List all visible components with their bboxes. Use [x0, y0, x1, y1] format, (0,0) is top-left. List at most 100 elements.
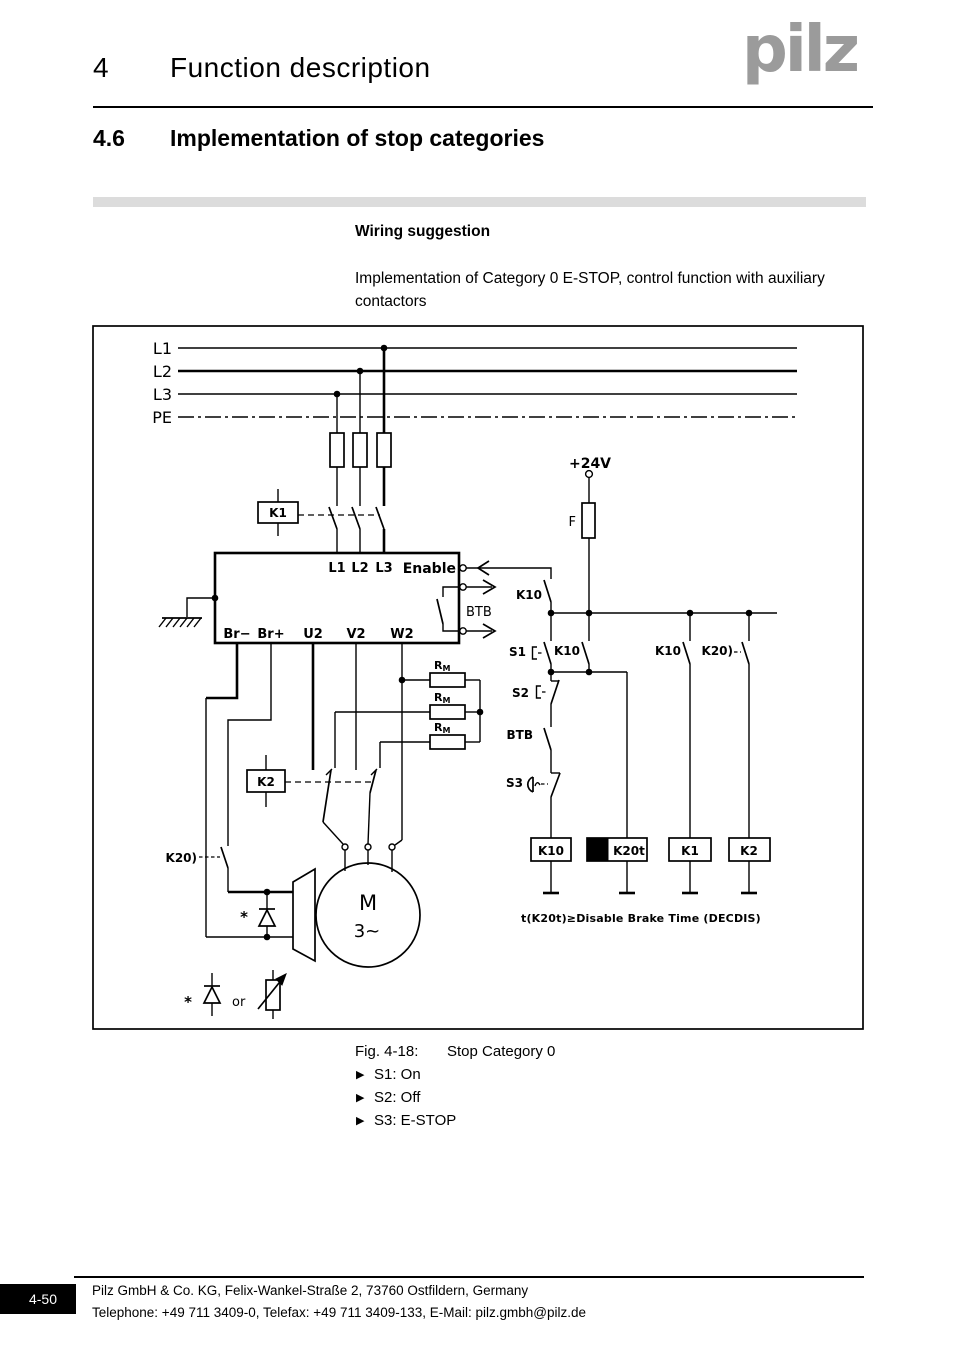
- legend-diode-icon: [202, 985, 222, 1004]
- figure-4-18: L1 L2 L3 PE K1: [92, 325, 864, 1030]
- chapter-title: Function description: [170, 52, 431, 83]
- rm-label-1: RM: [434, 659, 450, 673]
- enable-terminal: [459, 564, 467, 572]
- rail-label-pe: PE: [152, 408, 172, 427]
- section-number: 4.6: [93, 125, 125, 151]
- drive-w2: W2: [390, 627, 413, 642]
- motor-phases: 3~: [354, 921, 381, 942]
- bullet-text: S2: Off: [374, 1089, 421, 1106]
- diagram-border: [92, 325, 864, 1030]
- s1-actuator-icon: [531, 646, 537, 660]
- suppressor-legend: * or: [184, 970, 287, 1019]
- control-circuit: +24V F K10 S1 K10: [506, 456, 777, 925]
- motor-terminal-1: [341, 843, 349, 851]
- rail-label-l2: L2: [153, 362, 172, 381]
- earth-icon: [158, 617, 202, 628]
- fuse-1: [329, 432, 345, 468]
- braking-resistors: RM RM RM: [335, 659, 484, 750]
- enable-label: Enable: [403, 561, 456, 577]
- rm-label-2: RM: [434, 691, 450, 705]
- s2-label: S2: [512, 686, 529, 700]
- coil-k1-label: K1: [681, 844, 699, 858]
- drive-v2: V2: [346, 627, 365, 642]
- wiring-diagram: L1 L2 L3 PE K1: [92, 325, 864, 1030]
- bullet-icon: ▶: [356, 1092, 365, 1104]
- coil-row: K10 K20t K1 K2: [530, 837, 771, 895]
- motor-terminal-2: [364, 843, 372, 851]
- section-divider-bar: [93, 197, 866, 207]
- figure-title: Stop Category 0: [447, 1043, 556, 1060]
- suppressor-diode-icon: [257, 908, 277, 927]
- k10-enable-label: K10: [516, 588, 542, 602]
- estop-mushroom-icon: [527, 776, 548, 793]
- s1-label: S1: [509, 645, 526, 659]
- legend-varistor-icon: [257, 970, 287, 1019]
- coil-k2-label: K2: [740, 844, 758, 858]
- footer-rule: [74, 1276, 864, 1278]
- header-rule: [93, 106, 873, 108]
- k20-left-label: K20): [166, 851, 197, 865]
- pilz-logo: pilz: [742, 13, 860, 87]
- btb-terminal-1: [459, 583, 467, 591]
- rail-label-l3: L3: [153, 385, 172, 404]
- caption-bullet-1: ▶ S1: On: [356, 1066, 421, 1083]
- s2-actuator-icon: [535, 685, 541, 699]
- resistor-rm-1: [429, 672, 466, 688]
- motor-circle: [315, 862, 421, 968]
- caption-bullet-3: ▶ S3: E-STOP: [356, 1112, 456, 1129]
- fuse-2: [352, 432, 368, 468]
- drive-in-l1: L1: [328, 561, 345, 576]
- diode-star: *: [240, 908, 248, 926]
- drive-br-plus: Br+: [257, 627, 284, 642]
- k1-main-contactor: K1: [257, 489, 386, 553]
- k10-right-label: K10: [655, 644, 681, 658]
- arrow-out-icon-2: [482, 623, 497, 639]
- figure-label: Fig. 4-18:: [355, 1043, 419, 1060]
- legend-or: or: [232, 995, 246, 1010]
- s3-label: S3: [506, 776, 523, 790]
- k20t-delay-block: [586, 837, 609, 862]
- chapter-number: 4: [93, 52, 110, 83]
- btb-contact-label: BTB: [507, 728, 533, 742]
- drive-u2: U2: [303, 627, 323, 642]
- k10-hold-label: K10: [554, 644, 580, 658]
- drive-br-minus: Br−: [223, 627, 250, 642]
- fuse-3: [376, 432, 392, 468]
- brake-circuit: K20) *: [166, 643, 293, 941]
- motor-group: M 3~: [292, 843, 421, 968]
- k2-brake-contactor: K2: [246, 643, 403, 846]
- legend-star: *: [184, 993, 192, 1011]
- k20-right-label: K20): [702, 644, 733, 658]
- btb-terminal-2: [459, 627, 467, 635]
- bullet-icon: ▶: [356, 1115, 365, 1127]
- brake-time-note: t(K20t)≥Disable Brake Time (DECDIS): [521, 912, 761, 925]
- control-fuse: [581, 502, 596, 539]
- page-number-badge: 4-50: [0, 1284, 76, 1314]
- rail-label-l1: L1: [153, 339, 172, 358]
- bullet-text: S1: On: [374, 1066, 421, 1083]
- coil-k20t-label: K20t: [613, 844, 645, 858]
- drive-unit: L1 L2 L3 Enable BTB Br− Br+ U2 V2 W2: [158, 551, 552, 645]
- bullet-text: S3: E-STOP: [374, 1112, 457, 1129]
- resistor-rm-3: [429, 734, 466, 750]
- section-title: Implementation of stop categories: [170, 125, 545, 151]
- btb-label: BTB: [466, 605, 492, 620]
- footer-address: Pilz GmbH & Co. KG, Felix-Wankel-Straße …: [92, 1283, 529, 1298]
- bullet-icon: ▶: [356, 1069, 365, 1081]
- supply-terminal: [584, 469, 594, 479]
- motor-letter: M: [359, 891, 377, 915]
- arrow-in-icon: [476, 560, 490, 576]
- fuse-f-label: F: [569, 515, 576, 530]
- caption-bullet-2: ▶ S2: Off: [356, 1089, 420, 1106]
- line-fuses: [329, 348, 392, 506]
- rm-label-3: RM: [434, 721, 450, 735]
- resistor-rm-2: [429, 704, 466, 720]
- drive-in-l2: L2: [351, 561, 368, 576]
- drive-in-l3: L3: [375, 561, 392, 576]
- wiring-suggestion-heading: Wiring suggestion: [355, 223, 491, 240]
- footer-contact: Telephone: +49 711 3409-0, Telefax: +49 …: [92, 1305, 587, 1320]
- arrow-out-icon-1: [482, 579, 497, 595]
- intro-paragraph: Implementation of Category 0 E-STOP, con…: [355, 270, 825, 310]
- k2-coil-label: K2: [257, 775, 275, 789]
